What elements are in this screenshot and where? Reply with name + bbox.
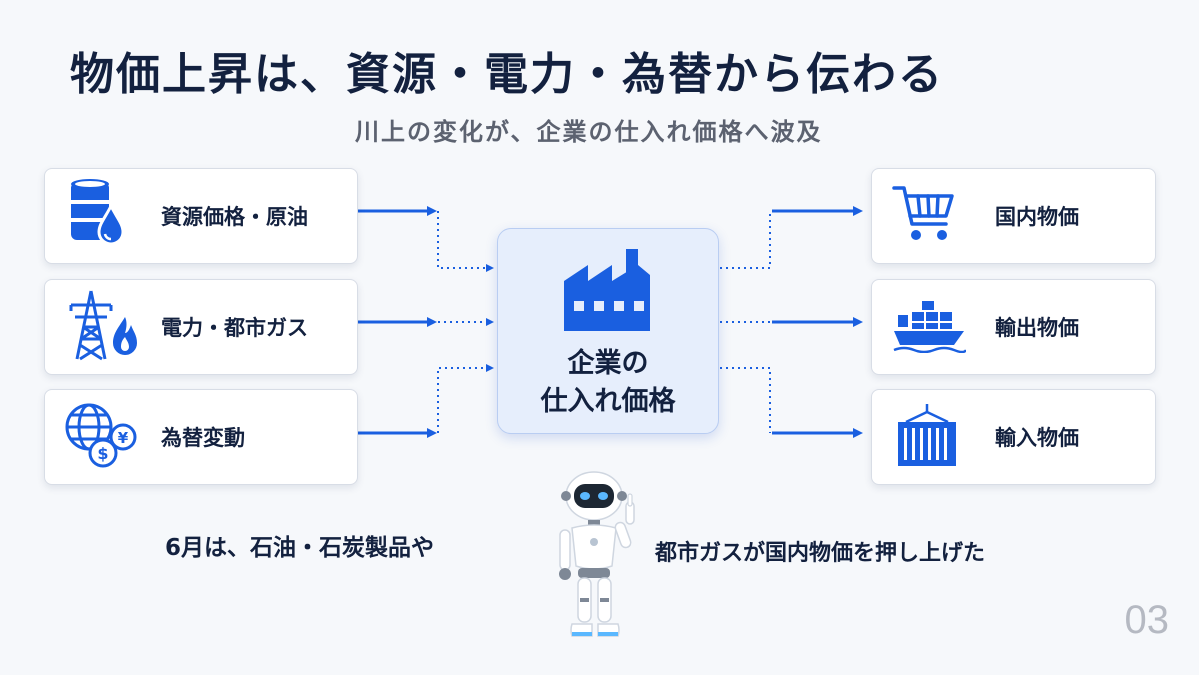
shipping-container-icon [892,402,962,472]
cargo-ship-icon [892,297,968,357]
shopping-cart-icon [892,184,956,248]
input-card-exchange: $ ¥ 為替変動 [44,389,358,485]
input-label: 電力・都市ガス [161,316,308,340]
connector-output-1 [720,211,771,269]
caption-left: 6月は、石油・石炭製品や [165,535,435,561]
input-label: 為替変動 [161,426,245,450]
connector-input-3 [437,364,494,433]
connector-output-3 [720,367,771,433]
caption-right: 都市ガスが国内物価を押し上げた [655,541,986,566]
center-label-line2: 仕入れ価格 [540,386,676,417]
output-card-domestic: 国内物価 [871,168,1156,264]
globe-currency-icon: $ ¥ [61,397,141,477]
page-title: 物価上昇は、資源・電力・為替から伝わる [70,49,944,100]
power-tower-flame-icon [61,287,141,367]
page-number: 03 [1124,598,1170,642]
output-label: 輸出物価 [995,316,1079,340]
output-label: 輸入物価 [995,426,1079,450]
factory-icon [558,245,658,335]
output-label: 国内物価 [995,205,1079,229]
page-subtitle: 川上の変化が、企業の仕入れ価格へ波及 [355,118,823,146]
svg-text:$: $ [97,444,108,463]
output-card-export: 輸出物価 [871,279,1156,375]
robot-mascot [548,470,648,646]
svg-text:¥: ¥ [118,429,129,447]
oil-barrel-icon [61,176,137,256]
connector-input-1 [437,211,494,272]
center-purchase-price: 企業の 仕入れ価格 [497,228,719,434]
center-label-line1: 企業の [567,348,649,379]
output-card-import: 輸入物価 [871,389,1156,485]
input-card-resources: 資源価格・原油 [44,168,358,264]
input-label: 資源価格・原油 [161,205,308,229]
input-card-power-gas: 電力・都市ガス [44,279,358,375]
